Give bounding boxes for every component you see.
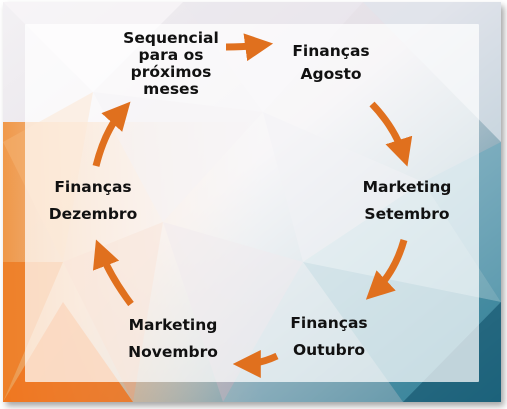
content-area	[25, 24, 479, 382]
node-line: Finanças	[54, 178, 132, 196]
node-line: Finanças	[292, 42, 370, 60]
node-financas-outubro: Finanças Outubro	[270, 314, 388, 360]
node-line: Dezembro	[48, 205, 138, 223]
node-line: Marketing	[128, 316, 218, 334]
node-line: Agosto	[300, 65, 362, 83]
node-line: próximos	[130, 63, 212, 81]
node-financas-agosto: Finanças Agosto	[272, 42, 390, 84]
node-line: Sequencial	[123, 29, 219, 47]
arrow-dezembro-to-sequencial	[92, 101, 131, 167]
arrow-agosto-to-setembro	[369, 101, 413, 167]
node-marketing-novembro: Marketing Novembro	[110, 316, 236, 362]
node-financas-dezembro: Finanças Dezembro	[32, 178, 154, 224]
arrow-novembro-to-dezembro	[92, 239, 134, 307]
node-line: meses	[143, 80, 199, 98]
node-sequencial: Sequencial para os próximos meses	[112, 30, 230, 98]
node-line: Setembro	[364, 205, 450, 223]
node-line: Finanças	[290, 314, 368, 332]
arrow-outubro-to-novembro	[232, 349, 279, 378]
node-line: Marketing	[362, 178, 452, 196]
arrow-sequencial-to-agosto	[225, 33, 274, 62]
node-line: Novembro	[128, 343, 218, 361]
node-line: Outubro	[292, 341, 366, 359]
arrow-setembro-to-outubro	[365, 239, 408, 300]
node-marketing-setembro: Marketing Setembro	[346, 178, 468, 224]
node-line: para os	[138, 46, 204, 64]
diagram-panel	[3, 2, 501, 402]
